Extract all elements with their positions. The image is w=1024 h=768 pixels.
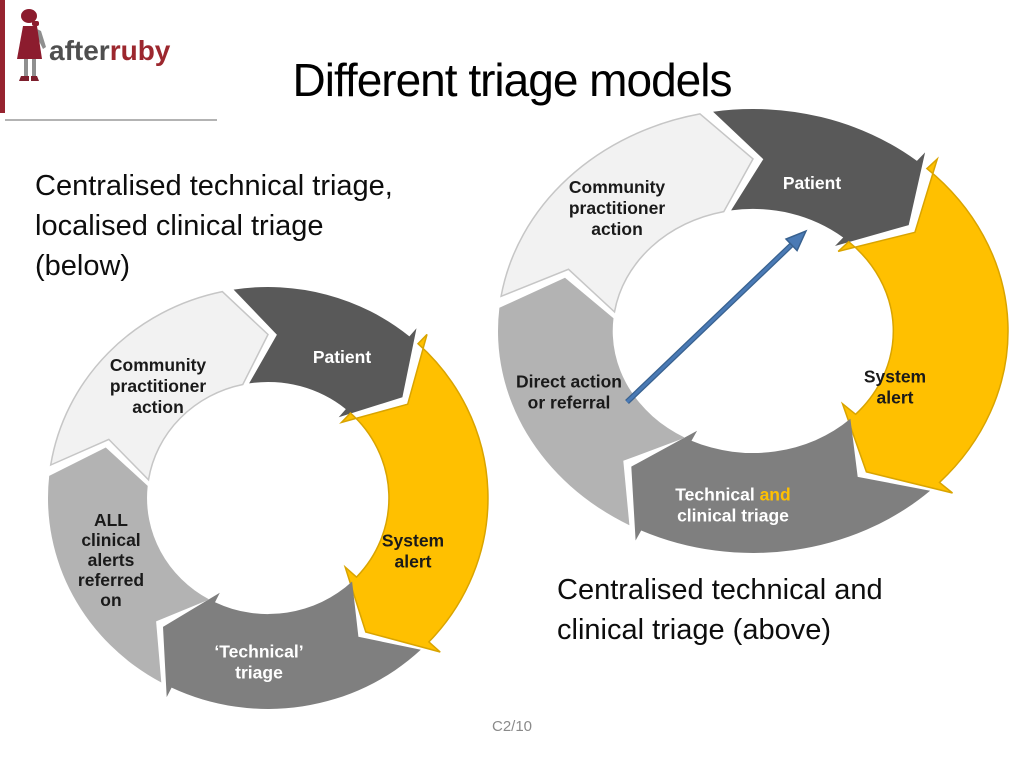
- segment-system-alert: [339, 333, 489, 653]
- segment-direct-action-or-referral: [498, 277, 685, 526]
- segment-patient: [713, 108, 926, 246]
- slide-accent-strip: [0, 0, 5, 113]
- segment-label-technical-triage: ‘Technical’triage: [214, 642, 303, 683]
- segment-community-practitioner-action: [49, 290, 269, 482]
- arrow-shaft: [625, 243, 793, 404]
- caption-centralised-technical-and-clinical: Centralised technical and clinical triag…: [557, 570, 883, 650]
- caption-line: clinical triage (above): [557, 614, 832, 646]
- segment-system-alert: [837, 156, 1009, 494]
- arrow-head: [784, 229, 808, 252]
- segment-technical-and-clinical-triage: [631, 418, 931, 553]
- girl-logo-icon: [17, 9, 46, 81]
- segment-all-clinical-alerts-referred-on: [47, 447, 210, 683]
- logo-word-after: after: [49, 35, 110, 66]
- segment-label-patient: Patient: [313, 347, 372, 367]
- caption-line: localised clinical triage: [35, 210, 324, 242]
- caption-line: (below): [35, 250, 131, 282]
- segment-patient: [233, 287, 417, 418]
- slide-title: Different triage models: [292, 54, 733, 106]
- segment-technical-triage: [163, 581, 421, 709]
- segment-label-patient: Patient: [783, 173, 842, 193]
- caption-line: Centralised technical triage,: [35, 170, 393, 202]
- caption-line: Centralised technical and: [557, 574, 883, 606]
- afterruby-logo: afterruby: [5, 2, 217, 121]
- segment-community-practitioner-action: [500, 113, 754, 314]
- caption-centralised-technical-triage: Centralised technical triage, localised …: [35, 166, 393, 286]
- slide-number: C2/10: [491, 718, 533, 735]
- logo-wordmark: afterruby: [49, 35, 170, 67]
- logo-word-ruby: ruby: [109, 35, 171, 66]
- referral-to-patient-arrow: [625, 229, 808, 404]
